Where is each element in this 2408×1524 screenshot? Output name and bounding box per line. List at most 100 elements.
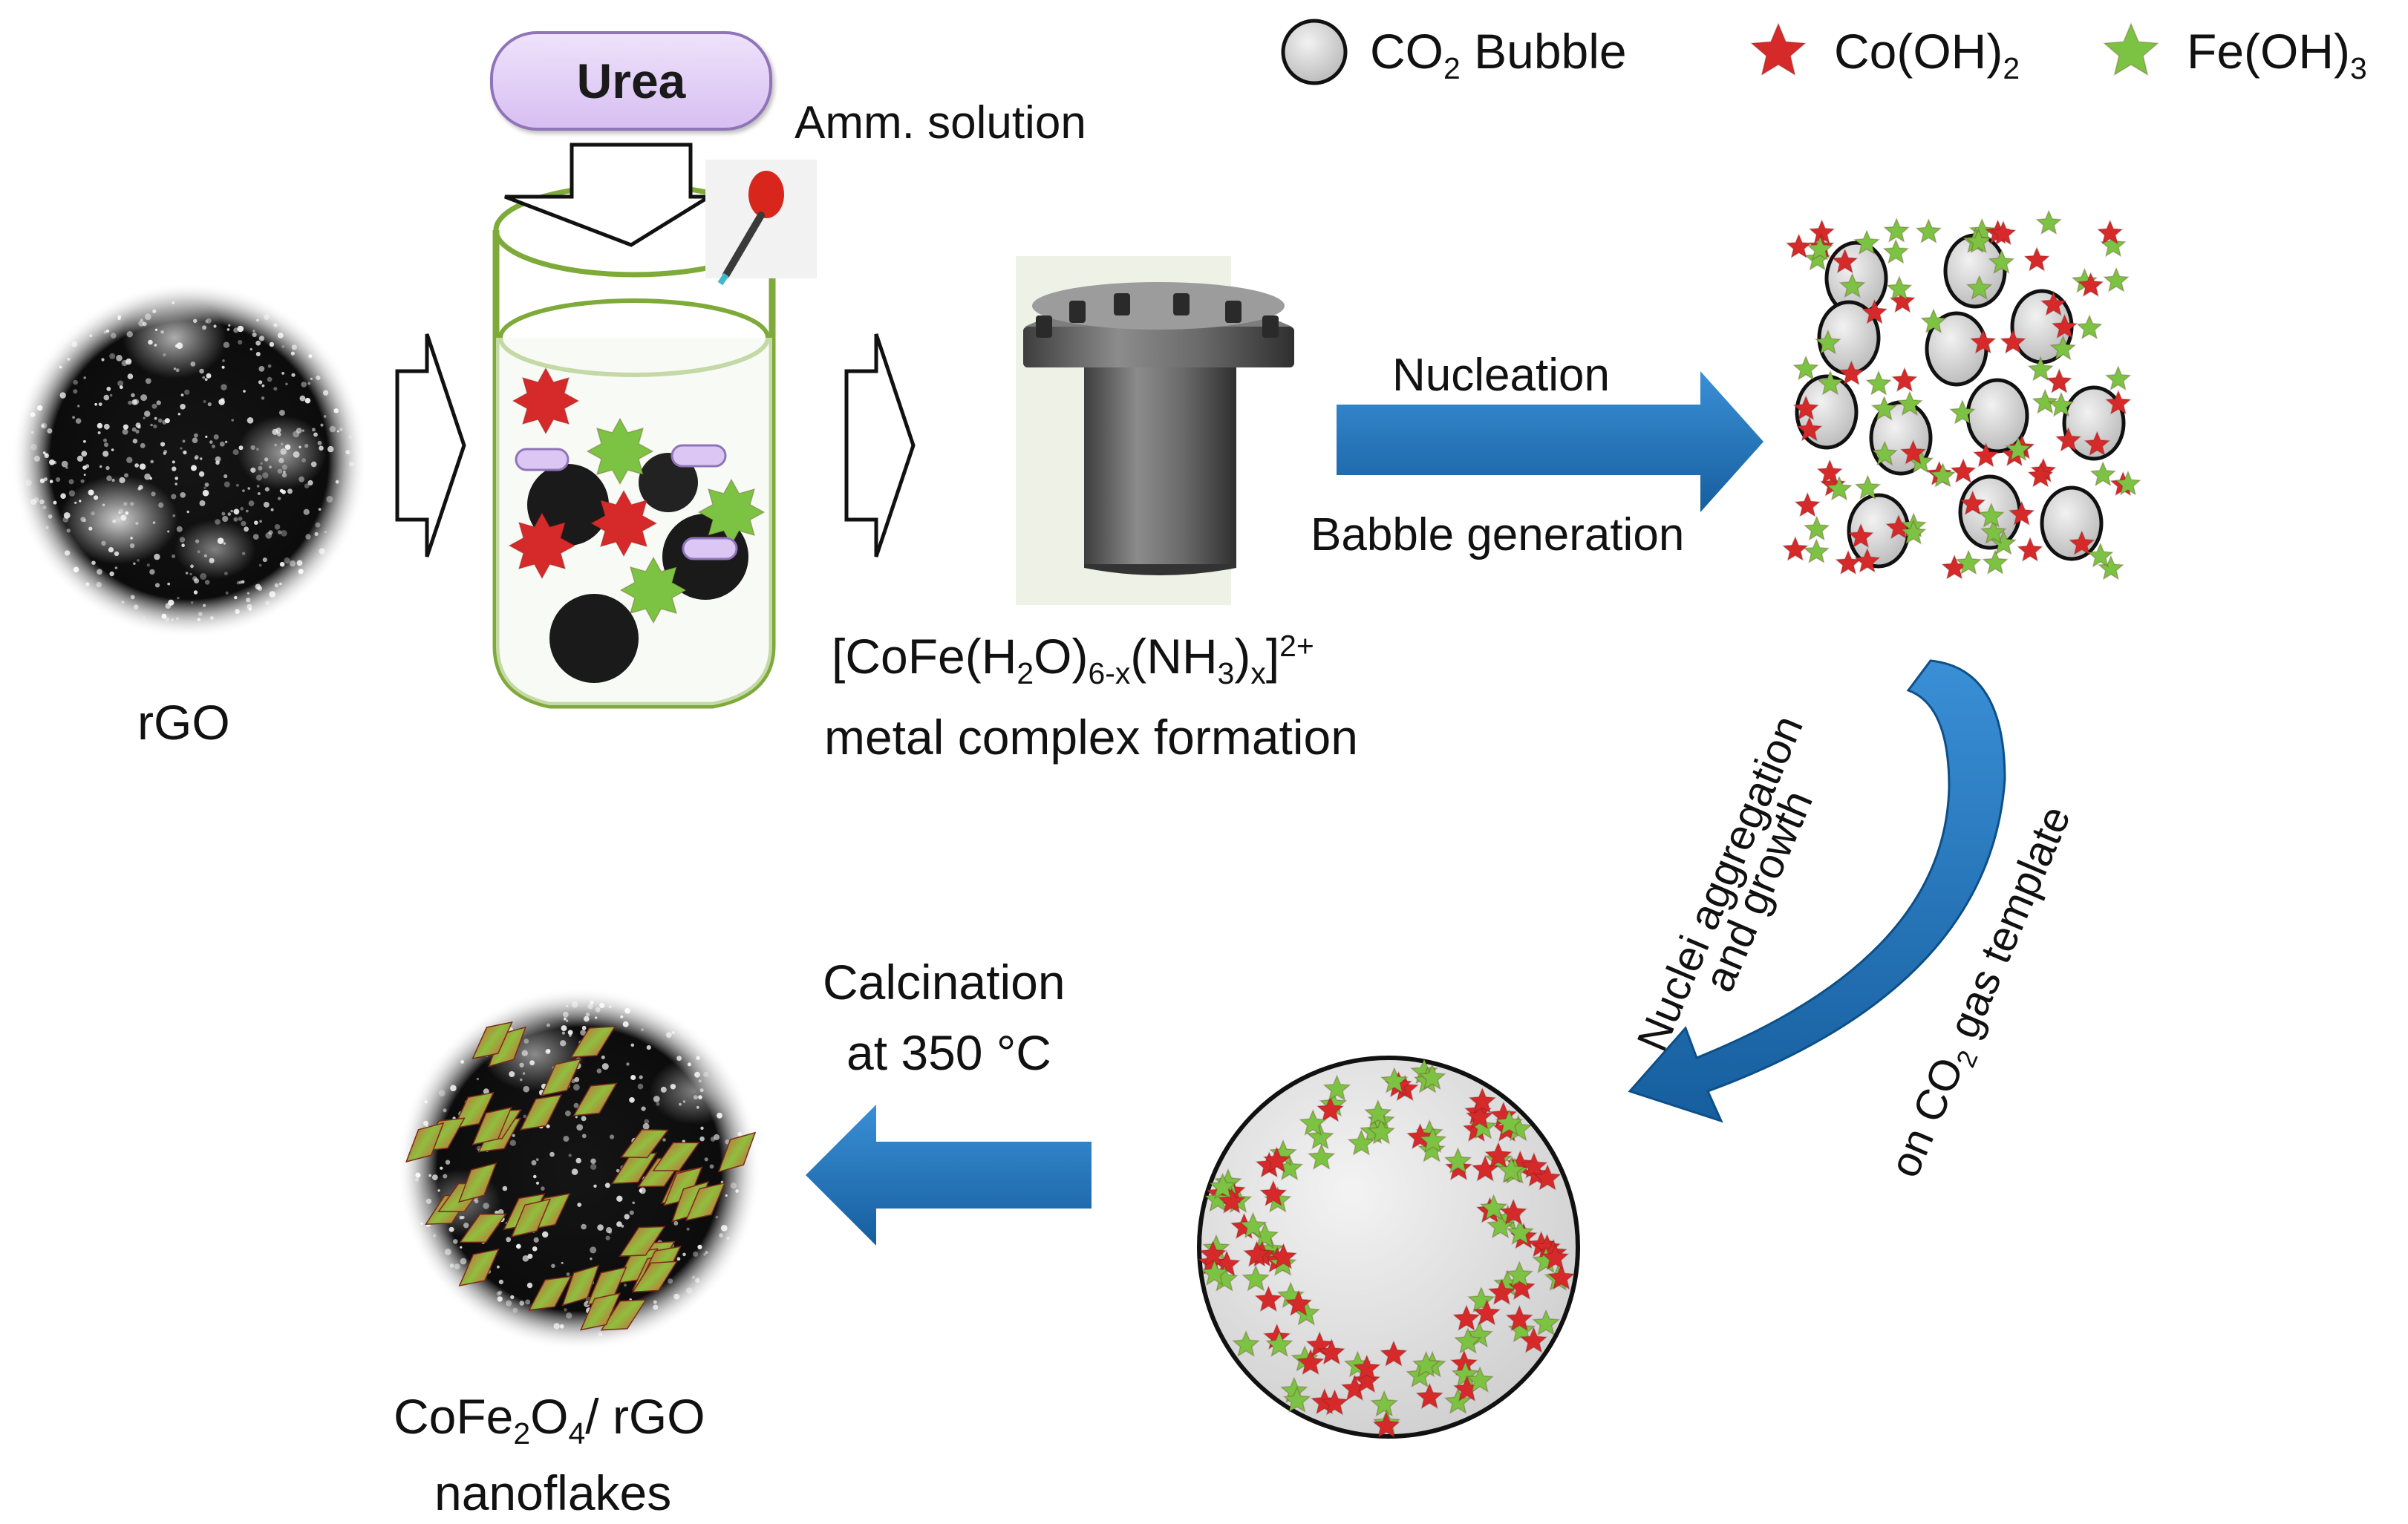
rgo-speck — [476, 1077, 480, 1081]
rgo-speck — [598, 1332, 603, 1337]
rgo-speck — [121, 360, 128, 367]
rgo-speck — [533, 1174, 537, 1179]
rgo-speck — [329, 425, 336, 433]
rgo-speck — [180, 447, 183, 450]
rgo-speck — [497, 1296, 503, 1302]
rgo-sphere — [11, 282, 368, 638]
nanoflake — [510, 1198, 552, 1237]
rgo-speck — [106, 387, 111, 391]
rgo-speck — [81, 451, 88, 457]
rgo-speck — [103, 394, 110, 401]
cluster-star — [1977, 502, 2005, 528]
nanoflake — [619, 1226, 666, 1257]
rgo-speck — [64, 550, 71, 556]
rgo-speck — [153, 424, 157, 429]
metal-ion-star — [512, 367, 580, 435]
rgo-speck — [719, 1233, 723, 1237]
rgo-speck — [577, 1203, 582, 1207]
template-star — [1254, 1285, 1283, 1312]
rgo-speck — [624, 1214, 630, 1220]
rgo-speck — [121, 601, 125, 604]
rgo-label: rGO — [137, 695, 230, 750]
rgo-speck — [72, 416, 75, 419]
rgo-speck — [605, 1235, 610, 1240]
rgo-speck — [30, 412, 36, 417]
rgo-speck — [39, 499, 45, 505]
rgo-speck — [420, 1222, 423, 1225]
rgo-speck — [566, 1272, 570, 1276]
rgo-speck — [221, 365, 225, 369]
rgo-speck — [163, 451, 166, 455]
template-star — [1499, 1198, 1528, 1226]
rgo-speck — [149, 477, 152, 480]
rgo-speck — [720, 1225, 728, 1232]
rgo-speck — [630, 1043, 635, 1047]
rgo-speck — [223, 474, 228, 479]
rgo-speck — [103, 438, 107, 442]
rgo-speck — [460, 1258, 467, 1265]
rgo-speck — [252, 332, 257, 338]
rgo-speck — [526, 1282, 533, 1289]
rgo-speck — [296, 560, 303, 566]
rgo-speck — [546, 1124, 550, 1128]
rgo-speck — [185, 572, 189, 575]
cluster-star — [1948, 399, 1976, 425]
nanoflake — [458, 1162, 497, 1203]
metal-ion-star — [697, 478, 766, 546]
rgo-speck — [596, 1068, 602, 1073]
rgo-speck — [590, 1158, 596, 1164]
rgo-speck — [624, 1283, 627, 1287]
cluster-star — [1899, 519, 1927, 545]
rgo-speck — [248, 500, 255, 506]
rgo-speck — [626, 1062, 630, 1066]
rgo-speck — [198, 612, 203, 616]
rgo-speck — [235, 609, 240, 615]
rgo-speck — [238, 339, 243, 345]
growth-curved-arrow — [1628, 659, 2006, 1123]
rgo-speck — [44, 453, 48, 457]
nucleation-label: Nucleation — [1392, 350, 1610, 401]
rgo-speck — [161, 613, 167, 619]
template-star — [1453, 1327, 1482, 1354]
rgo-speck — [571, 1168, 578, 1175]
calcination-label: Calcination — [823, 955, 1066, 1010]
cluster-star — [1969, 328, 1997, 354]
rgo-speck — [568, 1154, 572, 1157]
rgo-speck — [285, 382, 288, 386]
template-star — [1320, 1388, 1349, 1416]
cluster-star — [2008, 500, 2035, 526]
rgo-speck — [264, 314, 270, 321]
rgo-speck — [498, 1290, 503, 1295]
rgo-speck — [261, 384, 265, 387]
rgo-speck — [157, 418, 163, 423]
babble-generation-label: Babble generation — [1311, 509, 1685, 560]
rgo-speck — [177, 596, 180, 600]
cluster-star — [1920, 307, 1948, 334]
template-star — [1468, 1087, 1497, 1114]
rgo-speck — [103, 330, 107, 334]
rgo-speck — [704, 1157, 708, 1162]
rgo-speck — [247, 487, 251, 490]
rgo-speck — [60, 493, 66, 499]
cluster-star — [2097, 555, 2124, 581]
cluster-star — [2103, 266, 2130, 292]
cluster-star — [1794, 491, 1821, 517]
rgo-speck — [327, 445, 334, 453]
rgo-speck — [116, 355, 123, 362]
rgo-speck — [307, 382, 311, 385]
rgo-speck — [209, 615, 214, 621]
beaker — [492, 183, 776, 709]
rgo-speck — [154, 553, 160, 560]
rgo-speck — [237, 325, 244, 333]
template-star — [1352, 1354, 1381, 1381]
nanoflake — [631, 1260, 678, 1293]
rgo-speck — [213, 434, 219, 440]
rgo-speck — [620, 1015, 624, 1018]
cluster-star — [1854, 474, 1882, 500]
rgo-speck — [277, 333, 284, 339]
rgo-speck — [289, 560, 296, 567]
rgo-speck — [247, 604, 252, 609]
rgo-speck — [174, 477, 178, 480]
nanoflake — [458, 1248, 500, 1287]
rgo-speck — [122, 428, 128, 435]
